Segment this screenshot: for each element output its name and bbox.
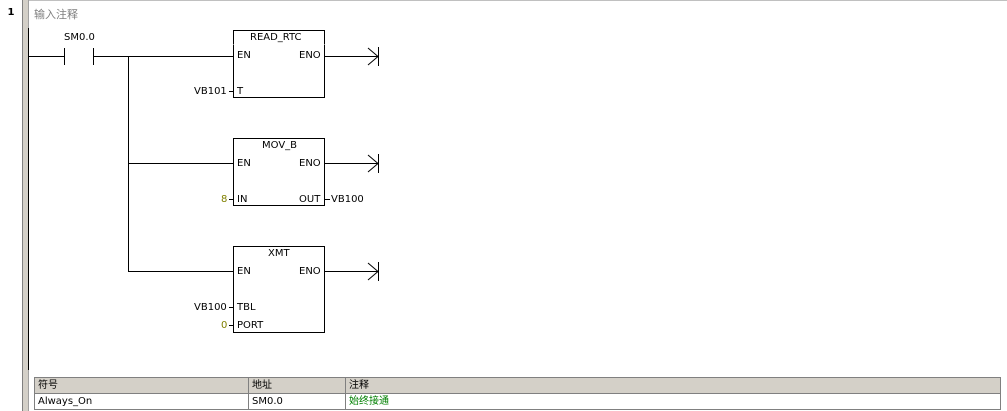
network-divider (29, 0, 1007, 1)
network-gutter: 1 (0, 0, 23, 411)
ladder-diagram (28, 28, 379, 370)
symbol-cell[interactable]: Always_On (34, 393, 249, 410)
network-comment[interactable]: 输入注释 (34, 8, 78, 21)
comment-cell[interactable]: 始终接通 (345, 393, 1001, 410)
xmt-box[interactable] (233, 246, 325, 333)
xmt-eno: ENO (299, 266, 321, 277)
mov-b-en: EN (237, 158, 251, 169)
symbol-table: 符号 地址 注释 Always_On SM0.0 始终接通 (34, 377, 1001, 410)
column-header-symbol[interactable]: 符号 (34, 377, 249, 394)
column-header-comment[interactable]: 注释 (345, 377, 1001, 394)
read-rtc-en: EN (237, 50, 251, 61)
symbol-table-header: 符号 地址 注释 (34, 377, 1001, 394)
mov-b-operand-in[interactable]: 8 (221, 194, 228, 205)
contact-address[interactable]: SM0.0 (64, 32, 95, 43)
xmt-operand-port[interactable]: 0 (221, 320, 228, 331)
mov-b-eno: ENO (299, 158, 321, 169)
network-number: 1 (7, 7, 15, 18)
xmt-pin-port: PORT (237, 320, 264, 331)
xmt-pin-tbl: TBL (237, 302, 256, 313)
xmt-operand-tbl[interactable]: VB100 (194, 302, 227, 313)
read-rtc-operand-t[interactable]: VB101 (194, 86, 227, 97)
mov-b-title: MOV_B (262, 140, 298, 151)
xmt-title: XMT (268, 248, 290, 259)
read-rtc-eno: ENO (299, 50, 321, 61)
read-rtc-pin-t: T (237, 86, 244, 97)
read-rtc-title: READ_RTC (250, 32, 302, 43)
normally-open-contact[interactable] (64, 48, 94, 65)
table-row[interactable]: Always_On SM0.0 始终接通 (34, 393, 1001, 410)
mov-b-pin-in: IN (237, 194, 248, 205)
address-cell[interactable]: SM0.0 (248, 393, 346, 410)
mov-b-pin-out: OUT (299, 194, 321, 205)
xmt-en: EN (237, 266, 251, 277)
column-header-address[interactable]: 地址 (248, 377, 346, 394)
read-rtc-box[interactable] (233, 30, 325, 98)
mov-b-box[interactable] (233, 138, 325, 206)
mov-b-operand-out[interactable]: VB100 (331, 194, 364, 205)
